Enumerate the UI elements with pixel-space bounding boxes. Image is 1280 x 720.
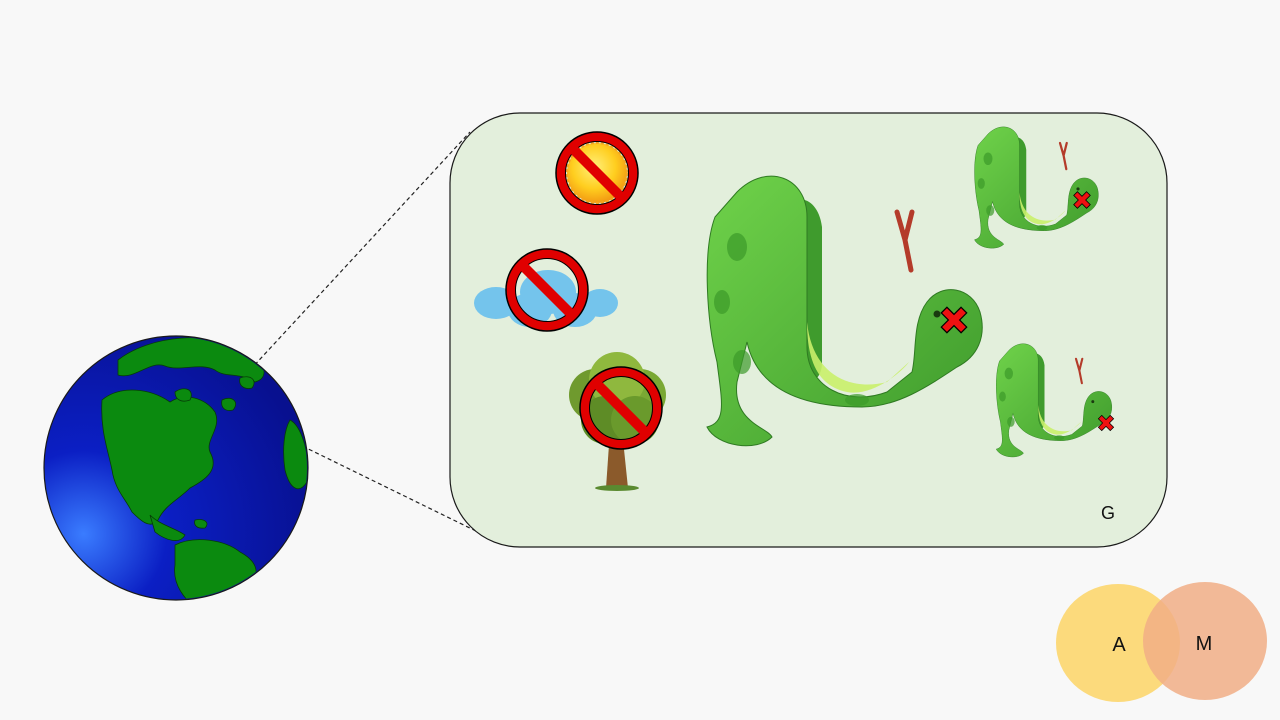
earth-globe-icon <box>43 335 309 601</box>
venn-diagram: A M <box>1056 582 1267 702</box>
venn-right-label: M <box>1196 633 1213 655</box>
venn-left-circle <box>1056 584 1180 702</box>
venn-left-label: A <box>1112 634 1126 656</box>
venn-right-circle <box>1143 582 1267 700</box>
panel-label: G <box>1101 503 1115 523</box>
zoom-connector-lines <box>249 131 479 533</box>
no-sun-item <box>556 132 638 214</box>
no-tree-item <box>569 352 666 491</box>
no-cloud-item <box>474 249 618 331</box>
